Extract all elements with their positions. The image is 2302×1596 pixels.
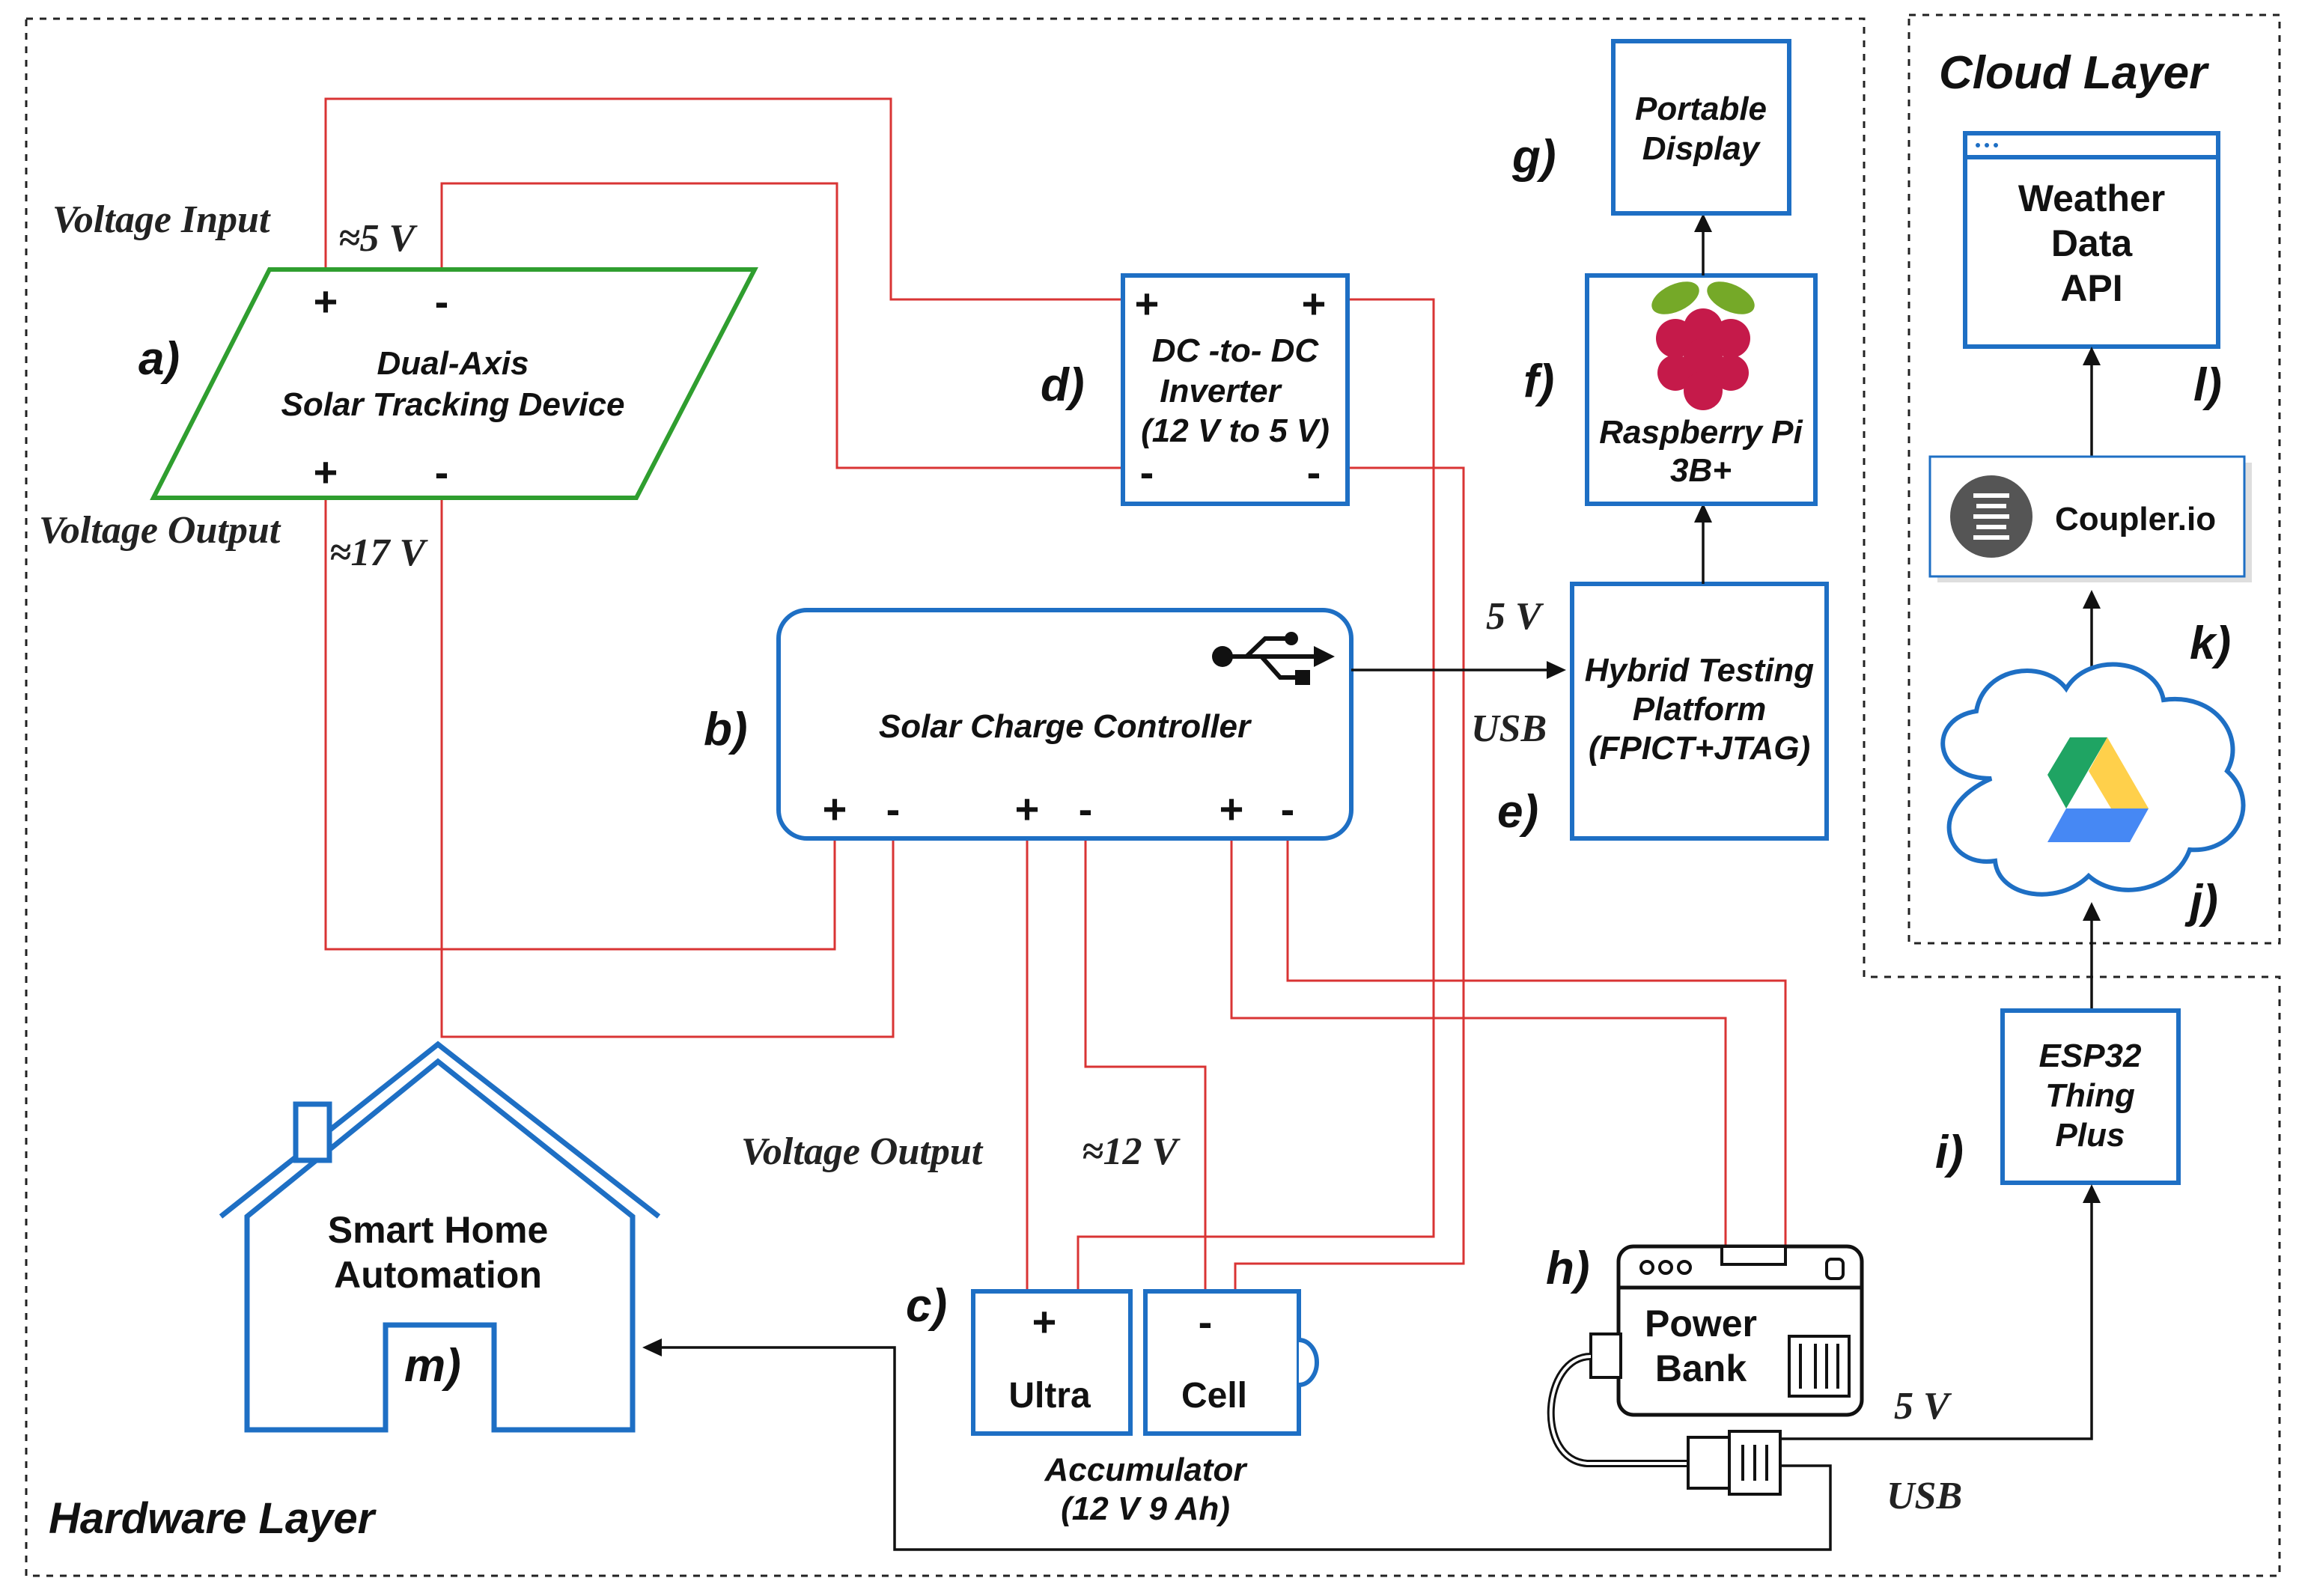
weather-data-api: Weather Data API (1963, 131, 2220, 349)
power-wiring (324, 97, 1787, 1291)
controller-label: Solar Charge Controller (879, 708, 1252, 745)
inverter-minus-left: - (1140, 448, 1154, 496)
controller-load-plus: + (1219, 785, 1244, 832)
usb-bottom-label: USB (1887, 1475, 1962, 1517)
api-line1: Weather (2018, 177, 2165, 219)
controller-bat-minus: - (1079, 785, 1093, 832)
cloud-layer-boundary (1907, 13, 2281, 945)
api-line2: Data (2051, 222, 2134, 264)
dc-dc-inverter: + + - - DC -to- DC Inverter (12 V to 5 V… (1121, 273, 1350, 506)
inverter-line3: (12 V to 5 V) (1141, 412, 1330, 449)
battery-plus: + (1032, 1298, 1057, 1345)
esp32-thing-plus: ESP32 Thing Plus (2000, 1008, 2181, 1185)
display-line1: Portable (1635, 91, 1767, 127)
label-j: j) (2184, 876, 2218, 928)
arrow-platform-to-pi (1694, 503, 1712, 584)
inverter-plus-left: + (1135, 280, 1160, 327)
esp-line2: Thing (2045, 1077, 2135, 1114)
arrow-esp-to-cloud (2083, 902, 2101, 1011)
platform-line2: Platform (1633, 691, 1766, 728)
platform-line3: (FPICT+JTAG) (1589, 730, 1810, 767)
label-b: b) (704, 704, 748, 755)
label-m: m) (404, 1340, 461, 1392)
arrow-coupler-to-api (2083, 347, 2101, 457)
inverter-line1: DC -to- DC (1152, 332, 1320, 369)
accumulator-caption1: Accumulator (1044, 1452, 1249, 1488)
solar-output-plus: + (314, 448, 338, 496)
usb-plug-icon (1687, 1430, 1782, 1496)
controller-pv-plus: + (823, 785, 847, 832)
api-line3: API (2060, 267, 2122, 309)
voltage-input-label: Voltage Input (52, 198, 271, 241)
label-a: a) (138, 333, 180, 385)
arrow-pi-to-display (1694, 213, 1712, 275)
usb-link-arrow (1351, 661, 1566, 679)
esp-line1: ESP32 (2039, 1038, 2143, 1074)
inverter-line2: Inverter (1160, 373, 1282, 409)
battery-grille-icon (1788, 1335, 1851, 1398)
usb-icon (1212, 632, 1335, 685)
hardware-layer-boundary (25, 17, 2281, 1577)
label-d: d) (1041, 359, 1085, 411)
power-bank: Power Bank (1547, 1244, 1864, 1496)
cloud-layer-title: Cloud Layer (1939, 47, 2209, 99)
home-line2: Automation (334, 1254, 542, 1296)
smart-home-automation: Smart Home Automation (219, 1041, 661, 1433)
coupler-label: Coupler.io (2055, 501, 2216, 537)
solar-charge-controller: Solar Charge Controller + - + - + - (776, 608, 1354, 841)
hardware-layer-title: Hardware Layer (49, 1494, 377, 1543)
voltage-5v-label: ≈5 V (338, 217, 418, 260)
usb-label-e: USB (1471, 707, 1547, 750)
hybrid-testing-platform: Hybrid Testing Platform (FPICT+JTAG) (1570, 582, 1829, 841)
battery-left-label: Ultra (1008, 1376, 1091, 1416)
solar-tracking-device: Dual-Axis Solar Tracking Device + - + - (150, 267, 758, 500)
solar-device-line1: Dual-Axis (377, 345, 529, 382)
voltage-17v-label: ≈17 V (329, 532, 429, 574)
home-line1: Smart Home (328, 1209, 549, 1251)
pi-line1: Raspberry Pi (1599, 414, 1803, 451)
inverter-minus-right: - (1307, 448, 1321, 496)
label-h: h) (1546, 1243, 1590, 1294)
powerbank-line2: Bank (1655, 1347, 1747, 1389)
solar-device-line2: Solar Tracking Device (281, 386, 625, 423)
esp-line3: Plus (2056, 1117, 2125, 1154)
solar-input-plus: + (314, 278, 338, 325)
inverter-plus-right: + (1302, 280, 1327, 327)
portable-display: Portable Display (1611, 39, 1791, 216)
label-k: k) (2190, 618, 2231, 669)
label-f: f) (1523, 356, 1554, 407)
accumulator-caption2: (12 V 9 Ah) (1061, 1490, 1230, 1527)
powerbank-line1: Power (1645, 1303, 1757, 1344)
solar-output-minus: - (435, 448, 449, 496)
arrow-powerbank-to-esp (1780, 1184, 2101, 1440)
label-l: l) (2193, 359, 2222, 411)
google-drive-icon (2047, 737, 2149, 842)
label-c: c) (906, 1280, 947, 1332)
accumulator-battery: + - Ultra Cell (971, 1289, 1319, 1436)
voltage-output-label-a: Voltage Output (39, 509, 281, 552)
platform-line1: Hybrid Testing (1585, 652, 1815, 689)
arrow-powerbank-to-home (642, 1338, 1832, 1551)
pi-line2: 3B+ (1670, 452, 1732, 489)
display-line2: Display (1642, 130, 1761, 167)
controller-load-minus: - (1281, 785, 1295, 832)
label-g: g) (1511, 131, 1556, 183)
coupler-icon-lines (1973, 493, 2009, 540)
battery-right-label: Cell (1181, 1376, 1247, 1416)
label-e: e) (1497, 786, 1538, 838)
coupler-io: Coupler.io (1928, 455, 2252, 582)
solar-input-minus: - (435, 278, 449, 325)
esp-5v-label: 5 V (1894, 1385, 1952, 1428)
usb-5v-label: 5 V (1486, 595, 1544, 638)
controller-bat-plus: + (1015, 785, 1040, 832)
label-i: i) (1935, 1127, 1964, 1178)
cloud-storage (1940, 662, 2246, 897)
raspberry-pi-icon (1651, 281, 1755, 410)
battery-minus: - (1199, 1298, 1213, 1345)
voltage-output-label-c: Voltage Output (741, 1130, 984, 1173)
voltage-12v-label: ≈12 V (1082, 1130, 1181, 1173)
controller-pv-minus: - (886, 785, 901, 832)
raspberry-pi: Raspberry Pi 3B+ (1585, 273, 1818, 506)
